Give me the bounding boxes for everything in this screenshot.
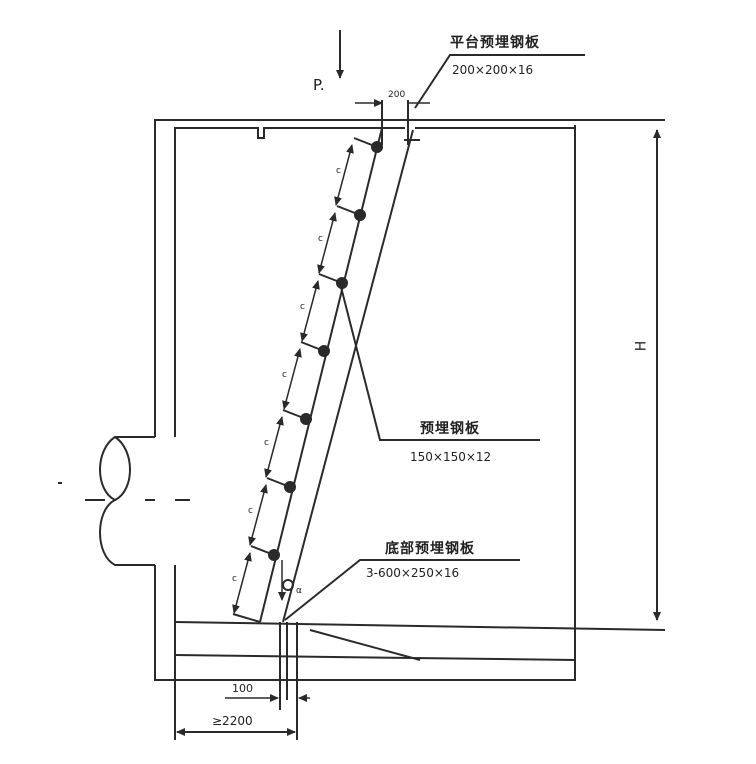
spacing-label: c <box>300 302 305 312</box>
brace-nodes <box>232 137 383 623</box>
spacing-dims <box>232 144 354 614</box>
height-label: H <box>633 340 650 352</box>
spacing-label: c <box>282 370 287 380</box>
leader-lines <box>284 54 585 621</box>
top-gap-label: 200 <box>388 90 406 100</box>
embedded-plate-spec: 150×150×12 <box>410 450 492 464</box>
angle-label: α <box>296 586 302 596</box>
platform-plate-title: 平台预埋钢板 <box>450 35 540 51</box>
bottom-dims <box>176 694 310 736</box>
bottom-width-label: ≥2200 <box>212 714 253 728</box>
spacing-label: c <box>336 166 341 176</box>
bottom-plate-spec: 3-600×250×16 <box>366 566 460 580</box>
load-label: P. <box>313 76 325 94</box>
outer-wall <box>154 119 665 740</box>
bottom-plate-title: 底部预埋钢板 <box>385 541 475 557</box>
embedded-plate-title: 预埋钢板 <box>420 421 480 437</box>
spacing-label: c <box>264 438 269 448</box>
pipe-icon <box>58 436 190 566</box>
spacing-label: c <box>318 234 323 244</box>
spacing-label: c <box>232 574 237 584</box>
bottom-offset-label: 100 <box>232 682 253 695</box>
platform-plate-spec: 200×200×16 <box>452 63 534 77</box>
spacing-label: c <box>248 506 253 516</box>
floor-lines <box>174 621 666 740</box>
